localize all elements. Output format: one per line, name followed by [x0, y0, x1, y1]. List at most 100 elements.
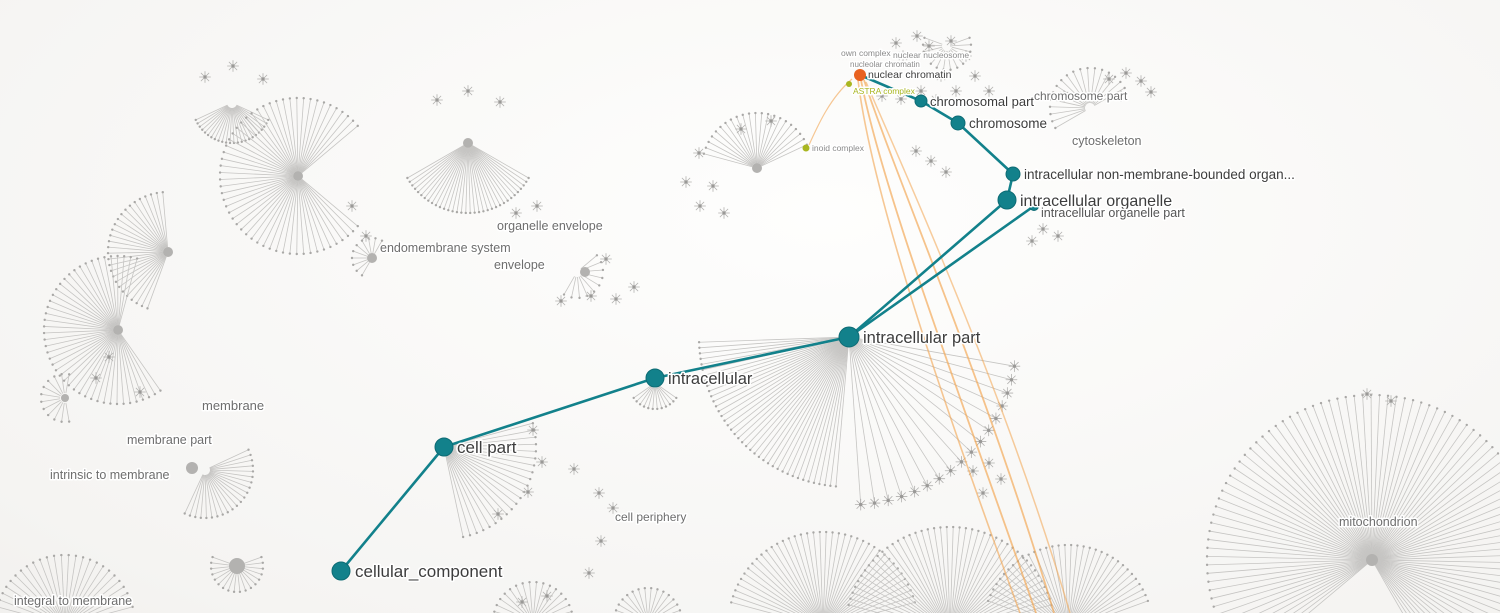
path-edge-intracellular_part-organelle_part [847, 204, 1036, 339]
gray-label-9: mitochondrion [1339, 515, 1418, 529]
go-term-mini-cluster [1037, 223, 1049, 235]
go-term-mini-cluster [974, 435, 987, 448]
term-nodes [331, 69, 1039, 581]
gray-label-10: chromosome part [1034, 89, 1128, 103]
go-term-mini-cluster [933, 472, 946, 485]
go-term-mini-cluster [462, 85, 474, 97]
path-edge-cellular_component-cell_part [339, 445, 446, 573]
go-term-mini-cluster [1026, 235, 1038, 247]
cluster-hub-node[interactable] [113, 325, 123, 335]
node-non_membrane[interactable] [1005, 166, 1021, 182]
cluster-hub-node[interactable] [1366, 554, 1378, 566]
go-term-mini-cluster [516, 596, 528, 608]
go-term-mini-cluster [1361, 388, 1373, 400]
go-term-mini-cluster [536, 456, 548, 468]
go-term-mini-cluster [1001, 387, 1014, 399]
node-organelle_part[interactable] [1029, 201, 1039, 211]
go-term-mini-cluster [983, 85, 995, 97]
go-term-mini-cluster [876, 90, 888, 102]
label-nuclear_chromatin: nuclear chromatin [868, 69, 952, 81]
go-term-mini-cluster [868, 497, 881, 509]
node-intracellular_part[interactable] [838, 326, 860, 348]
cluster-hub-node[interactable] [229, 558, 245, 574]
go-term-mini-cluster [921, 479, 934, 492]
go-term-mini-cluster [610, 293, 622, 305]
go-term-mini-cluster [257, 73, 269, 85]
path-edge-non_membrane-chromosome [956, 121, 1015, 176]
go-term-mini-cluster [897, 50, 909, 62]
label-non_membrane: intracellular non-membrane-bounded organ… [1024, 167, 1295, 182]
cluster-hub-node[interactable] [367, 253, 377, 263]
selected-path-edges [339, 73, 1036, 573]
go-term-mini-cluster [510, 207, 522, 219]
node-chromosomal_part[interactable] [914, 94, 928, 108]
go-term-mini-cluster [967, 465, 979, 477]
go-term-mini-cluster [995, 473, 1007, 485]
cluster-hub-node[interactable] [463, 138, 473, 148]
go-term-mini-cluster [555, 295, 567, 307]
highlight-edge [860, 79, 1037, 613]
gray-label-1: endomembrane system [380, 241, 511, 255]
go-term-mini-cluster [346, 200, 358, 212]
cluster-hub-node[interactable] [293, 171, 303, 181]
go-term-mini-cluster [1115, 90, 1127, 102]
go-term-mini-cluster [1385, 395, 1397, 407]
cluster-hub-node[interactable] [61, 394, 69, 402]
cluster-hub-node[interactable] [163, 247, 173, 257]
go-term-mini-cluster [103, 351, 115, 363]
cluster-hub-node[interactable] [580, 267, 590, 277]
go-term-mini-cluster [990, 412, 1002, 425]
go-term-mini-cluster [718, 207, 730, 219]
background-term-clusters [0, 36, 1500, 613]
go-term-mini-cluster [735, 123, 747, 135]
go-term-mini-cluster [935, 70, 947, 82]
highlight-edge [865, 81, 1071, 613]
node-cellular_component[interactable] [331, 561, 351, 581]
node-inoid_complex[interactable] [802, 144, 810, 152]
go-term-mini-cluster [1058, 90, 1070, 102]
go-term-mini-cluster [527, 424, 539, 436]
go-term-mini-cluster [1005, 373, 1018, 386]
node-nuclear_chromatin[interactable] [854, 69, 866, 81]
go-term-mini-cluster [90, 372, 102, 384]
highlight-edge [808, 78, 853, 146]
cluster-hub-node[interactable] [752, 163, 762, 173]
go-term-mini-cluster [911, 30, 923, 42]
go-term-mini-cluster [977, 487, 989, 499]
go-term-mini-cluster [680, 176, 692, 188]
tiny-label-1: nuclear nucleosome [893, 50, 969, 60]
gray-label-5: intrinsic to membrane [50, 468, 170, 482]
cluster-hub-node[interactable] [186, 462, 198, 474]
go-term-mini-cluster [910, 145, 922, 157]
label-astra_complex: ASTRA complex [853, 86, 916, 96]
go-term-mini-cluster [854, 498, 867, 511]
go-term-mini-cluster [583, 567, 595, 579]
node-astra_complex[interactable] [846, 81, 852, 87]
go-term-mini-cluster [134, 386, 146, 398]
go-term-mini-cluster [600, 253, 612, 265]
go-term-mini-cluster [908, 485, 921, 498]
go-term-mini-cluster [593, 487, 605, 499]
node-intracellular_organelle[interactable] [997, 190, 1017, 210]
node-cell_part[interactable] [434, 437, 454, 457]
tiny-label-2: nucleolar chromatin [850, 60, 920, 69]
label-inoid_complex: inoid complex [812, 143, 865, 153]
path-edge-intracellular-intracellular_part [653, 335, 851, 380]
gray-label-2: envelope [494, 258, 545, 272]
go-term-mini-cluster [960, 50, 972, 62]
go-term-mini-cluster [531, 200, 543, 212]
node-chromosome[interactable] [950, 115, 966, 131]
go-term-mini-cluster [199, 71, 211, 83]
node-intracellular[interactable] [645, 368, 665, 388]
label-intracellular_organelle: intracellular organelle [1020, 193, 1172, 210]
go-term-mini-cluster [950, 85, 962, 97]
go-term-mini-cluster [895, 490, 908, 503]
gray-label-7: cell periphery [615, 510, 686, 524]
go-term-mini-cluster [945, 35, 957, 47]
go-term-mini-cluster [923, 40, 935, 52]
gray-label-8: cytoskeleton [1072, 134, 1142, 148]
go-term-mini-cluster [522, 486, 534, 498]
label-chromosome: chromosome [969, 116, 1047, 131]
